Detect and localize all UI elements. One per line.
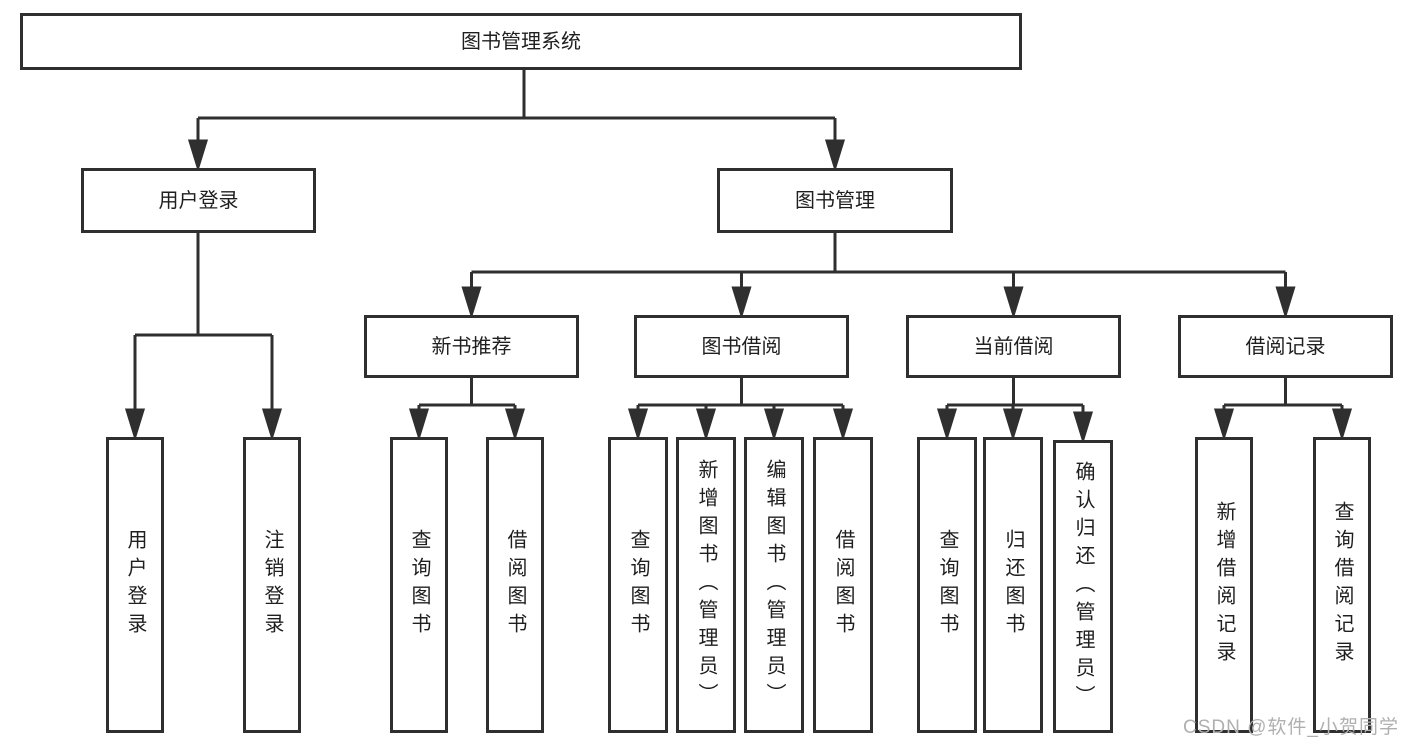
node-root-system: 图书管理系统 [20, 13, 1022, 70]
watermark: CSDN @软件_小贺同学 [1183, 717, 1399, 738]
node-query-books-current: 查询图书 [917, 437, 977, 733]
node-confirm-return-admin: 确认归还（管理员） [1053, 440, 1113, 733]
arrowhead [824, 139, 846, 173]
arrowhead [187, 139, 209, 173]
node-query-books-recommend: 查询图书 [390, 437, 448, 733]
arrowhead [261, 408, 283, 442]
node-logout-leaf: 注销登录 [243, 437, 301, 733]
connector-book-management-children [461, 233, 1296, 320]
connector-current-borrow-children [936, 378, 1094, 445]
connector-user-login-children [124, 233, 283, 442]
arrowhead [408, 408, 430, 442]
connector-root-to-level2 [187, 70, 846, 173]
node-query-borrow-record: 查询借阅记录 [1313, 437, 1371, 733]
arrowhead [504, 408, 526, 442]
arrowhead [1072, 411, 1094, 445]
arrowhead [695, 408, 717, 442]
arrowhead [1331, 408, 1353, 442]
arrowhead [1275, 286, 1296, 320]
node-borrow-books-recommend: 借阅图书 [486, 437, 544, 733]
arrowhead [1002, 408, 1024, 442]
arrowhead [1213, 408, 1235, 442]
node-user-login-leaf: 用户登录 [106, 437, 164, 733]
arrowhead [763, 408, 785, 442]
arrowhead [832, 408, 854, 442]
arrowhead [627, 408, 649, 442]
arrowhead [936, 408, 958, 442]
node-return-book: 归还图书 [983, 437, 1043, 733]
arrowhead [1003, 286, 1024, 320]
node-book-management: 图书管理 [717, 168, 953, 233]
node-new-book-recommend: 新书推荐 [364, 315, 579, 378]
arrowhead [461, 286, 482, 320]
arrowhead [124, 408, 146, 442]
node-user-login-branch: 用户登录 [81, 168, 316, 233]
node-add-book-admin: 新增图书（管理员） [676, 437, 736, 733]
node-borrow-records: 借阅记录 [1178, 315, 1393, 378]
connector-new-book-recommend-children [408, 378, 526, 442]
arrowhead [731, 286, 752, 320]
node-query-books-borrow: 查询图书 [608, 437, 668, 733]
connector-borrow-records-children [1213, 378, 1353, 442]
node-borrow-books-leaf: 借阅图书 [813, 437, 873, 733]
node-current-borrow: 当前借阅 [906, 315, 1121, 378]
connector-book-borrow-children [627, 378, 854, 442]
node-edit-book-admin: 编辑图书（管理员） [744, 437, 804, 733]
node-add-borrow-record: 新增借阅记录 [1195, 437, 1253, 733]
node-book-borrow: 图书借阅 [634, 315, 849, 378]
